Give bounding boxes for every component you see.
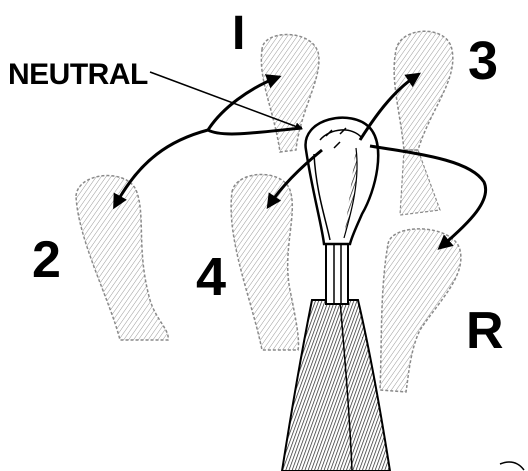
gear-1-label: I — [232, 10, 245, 58]
main-lever-boot — [282, 300, 390, 471]
gear-3-label: 3 — [468, 34, 498, 88]
ghost-lever-gear-3 — [394, 31, 453, 215]
floor-mark — [500, 462, 524, 470]
reverse-label: R — [466, 305, 504, 357]
gear-4-label: 4 — [196, 250, 226, 304]
main-lever-knob — [306, 118, 379, 244]
main-lever-stem — [326, 242, 348, 304]
ghost-lever-gear-4 — [231, 174, 298, 350]
gear-2-label: 2 — [32, 234, 61, 286]
ghost-lever-reverse — [380, 229, 461, 392]
ghost-lever-gear-2 — [76, 176, 168, 340]
neutral-label: NEUTRAL — [8, 60, 148, 90]
